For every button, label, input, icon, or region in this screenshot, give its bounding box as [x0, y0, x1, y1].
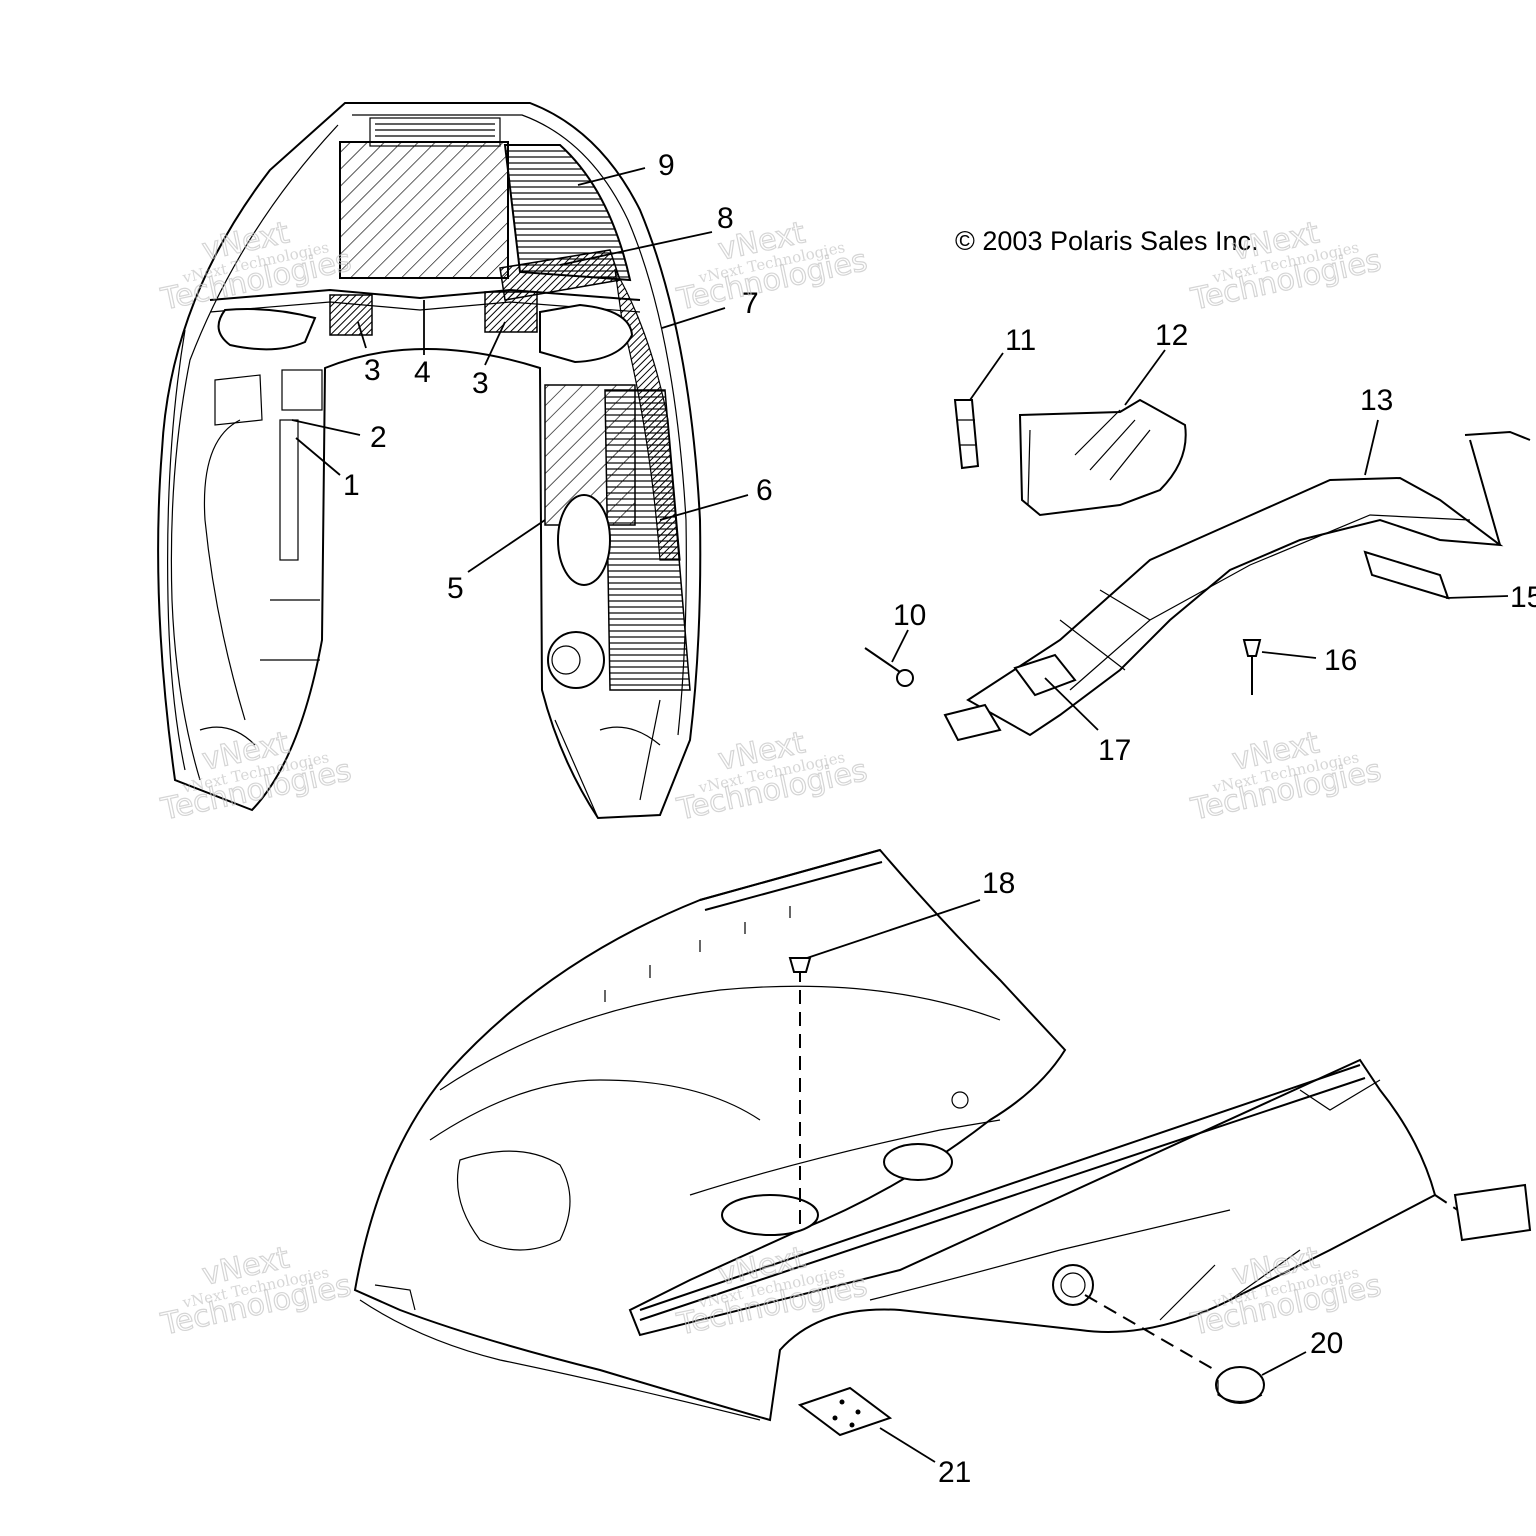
callout-3b: 3: [472, 367, 489, 400]
callout-6: 6: [756, 474, 773, 507]
watermark-5: vNext vNext Technologies Technologies: [673, 725, 871, 828]
watermark-3: vNext vNext Technologies Technologies: [1187, 215, 1385, 318]
callout-4: 4: [414, 356, 431, 389]
hood-underside-view: [157, 102, 702, 820]
callout-15: 15: [1510, 581, 1536, 614]
watermark-7: vNext vNext Technologies Technologies: [157, 1240, 355, 1343]
callout-20: 20: [1310, 1327, 1343, 1360]
callout-numbers: 1 2 3 3 4 5 6 7 8 9 10 11 12 13 15 16 17…: [343, 149, 1536, 1489]
callout-3a: 3: [364, 354, 381, 387]
callout-21: 21: [938, 1456, 971, 1489]
leader-lines: [291, 167, 1509, 1463]
copyright-notice: © 2003 Polaris Sales Inc.: [955, 226, 1259, 256]
callout-8: 8: [717, 202, 734, 235]
callout-16: 16: [1324, 644, 1357, 677]
callout-9: 9: [658, 149, 675, 182]
callout-18: 18: [982, 867, 1015, 900]
callout-13: 13: [1360, 384, 1393, 417]
callout-1: 1: [343, 469, 360, 502]
callout-11: 11: [1005, 324, 1036, 357]
callout-7: 7: [742, 287, 759, 320]
callout-17: 17: [1098, 734, 1131, 767]
callout-10: 10: [893, 599, 926, 632]
callout-5: 5: [447, 572, 464, 605]
watermark-2: vNext vNext Technologies Technologies: [673, 215, 871, 318]
callout-2: 2: [370, 421, 387, 454]
loose-parts: [864, 398, 1531, 742]
belly-pan-view: [353, 848, 1532, 1437]
callout-12: 12: [1155, 319, 1188, 352]
watermark-6: vNext vNext Technologies Technologies: [1187, 725, 1385, 828]
